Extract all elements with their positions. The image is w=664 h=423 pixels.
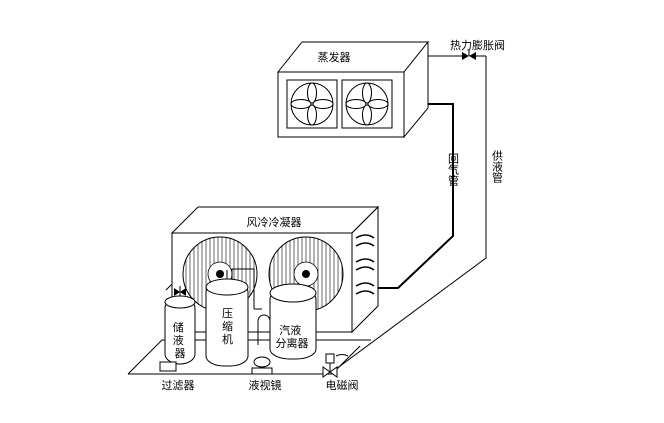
liquid-receiver: [164, 283, 196, 365]
return-pipe-label: 回气管: [447, 153, 460, 187]
compressor-label-char-3: 机: [222, 332, 233, 346]
receiver-label-char-3: 器: [175, 347, 186, 360]
sight-glass-label: 液视镜: [249, 378, 282, 392]
expansion-valve-label: 热力膨胀阀: [450, 38, 505, 52]
separator-label-line-2: 分离器: [276, 336, 309, 350]
receiver-label-char-2: 液: [173, 333, 184, 347]
compressor-label: 压 缩 机: [222, 307, 237, 346]
receiver-label: 储 液 器: [173, 320, 188, 360]
separator-label-line-1: 汽液: [279, 323, 301, 337]
condenser-label: 风冷冷凝器: [247, 215, 302, 229]
receiver-label-char-1: 储: [173, 320, 184, 334]
solenoid-valve-label: 电磁阀: [326, 378, 359, 392]
expansion-valve: [428, 50, 486, 60]
supply-pipe: [331, 56, 487, 373]
compressor-label-char-2: 缩: [222, 320, 233, 333]
filter: [159, 361, 177, 372]
evaporator-label: 蒸发器: [318, 50, 351, 64]
condenser-coil: [355, 234, 375, 295]
evaporator-fan-icon: [286, 79, 338, 129]
supply-pipe-label: 供液管: [491, 149, 504, 184]
solenoid-valve: [322, 353, 349, 378]
compressor: [205, 268, 255, 367]
separator-label: 汽液 分离器: [276, 323, 309, 350]
evaporator-unit: 蒸发器: [276, 40, 430, 139]
evaporator-fan-icon: [341, 79, 393, 129]
filter-label: 过滤器: [162, 379, 195, 392]
gas-liquid-separator: [254, 283, 317, 360]
sight-glass: [251, 356, 273, 375]
compressor-label-char-1: 压: [222, 307, 233, 320]
